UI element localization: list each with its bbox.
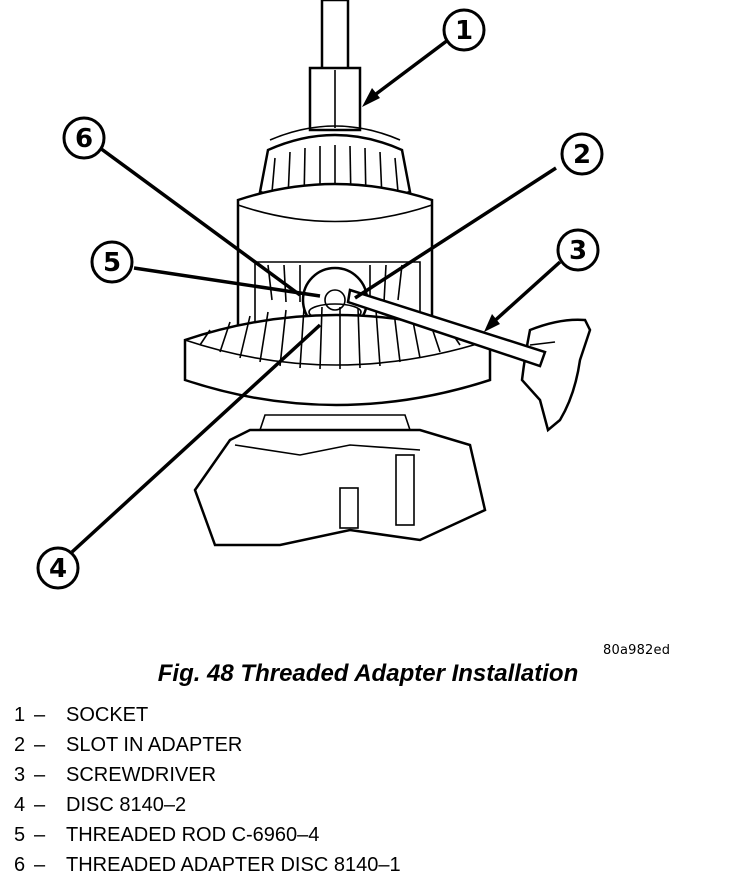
- legend-item: 1–SOCKET: [14, 700, 401, 730]
- hand-drawing: [520, 318, 592, 433]
- legend-label: SCREWDRIVER: [66, 764, 217, 786]
- legend-label: THREADED ROD C-6960–4: [66, 824, 320, 846]
- legend-label: SLOT IN ADAPTER: [66, 734, 243, 756]
- legend-number: 6: [14, 854, 26, 876]
- callout-1: 1: [442, 8, 486, 52]
- legend-item: 2–SLOT IN ADAPTER: [14, 730, 401, 760]
- callout-4-label: 4: [49, 554, 67, 584]
- legend-item: 5–THREADED ROD C-6960–4: [14, 820, 401, 850]
- legend-dash: –: [34, 794, 46, 816]
- legend-label: SOCKET: [66, 704, 149, 726]
- callout-3-label: 3: [569, 236, 587, 266]
- callout-6: 6: [62, 116, 106, 160]
- callout-4: 4: [36, 546, 80, 590]
- legend-dash: –: [34, 704, 46, 726]
- legend-number: 2: [14, 734, 26, 756]
- leader-3: [488, 260, 562, 327]
- legend-item: 4–DISC 8140–2: [14, 790, 401, 820]
- legend-dash: –: [34, 734, 46, 756]
- callout-6-label: 6: [75, 124, 93, 154]
- legend-label: THREADED ADAPTER DISC 8140–1: [66, 854, 401, 876]
- vise-drawing: [193, 414, 487, 547]
- screwdriver-drawing: [346, 288, 547, 368]
- ring-gear-drawing: [183, 306, 492, 407]
- legend-number: 3: [14, 764, 26, 786]
- callout-1-label: 1: [455, 16, 473, 46]
- socket-drawing: [308, 0, 362, 132]
- callout-2-label: 2: [573, 140, 591, 170]
- legend-label: DISC 8140–2: [66, 794, 187, 816]
- legend-dash: –: [34, 854, 46, 876]
- image-code: 80a982ed: [603, 643, 671, 658]
- figure-caption: Fig. 48 Threaded Adapter Installation: [157, 660, 579, 687]
- leader-5: [133, 266, 321, 298]
- legend-list: 1–SOCKET 2–SLOT IN ADAPTER 3–SCREWDRIVER…: [14, 700, 401, 880]
- differential-illustration: 1 2 3 4 5 6: [36, 0, 604, 590]
- leader-4: [70, 323, 322, 554]
- legend-dash: –: [34, 764, 46, 786]
- callout-5: 5: [90, 240, 134, 284]
- leader-1: [366, 38, 450, 102]
- callout-2: 2: [560, 132, 604, 176]
- legend-item: 3–SCREWDRIVER: [14, 760, 401, 790]
- leader-lines: [70, 38, 562, 554]
- legend-number: 5: [14, 824, 26, 846]
- legend-dash: –: [34, 824, 46, 846]
- legend-number: 4: [14, 794, 26, 816]
- leader-2: [354, 166, 557, 300]
- callout-5-label: 5: [103, 248, 121, 278]
- legend-number: 1: [14, 704, 26, 726]
- callout-3: 3: [556, 228, 600, 272]
- legend-item: 6–THREADED ADAPTER DISC 8140–1: [14, 850, 401, 880]
- leader-6: [98, 146, 302, 297]
